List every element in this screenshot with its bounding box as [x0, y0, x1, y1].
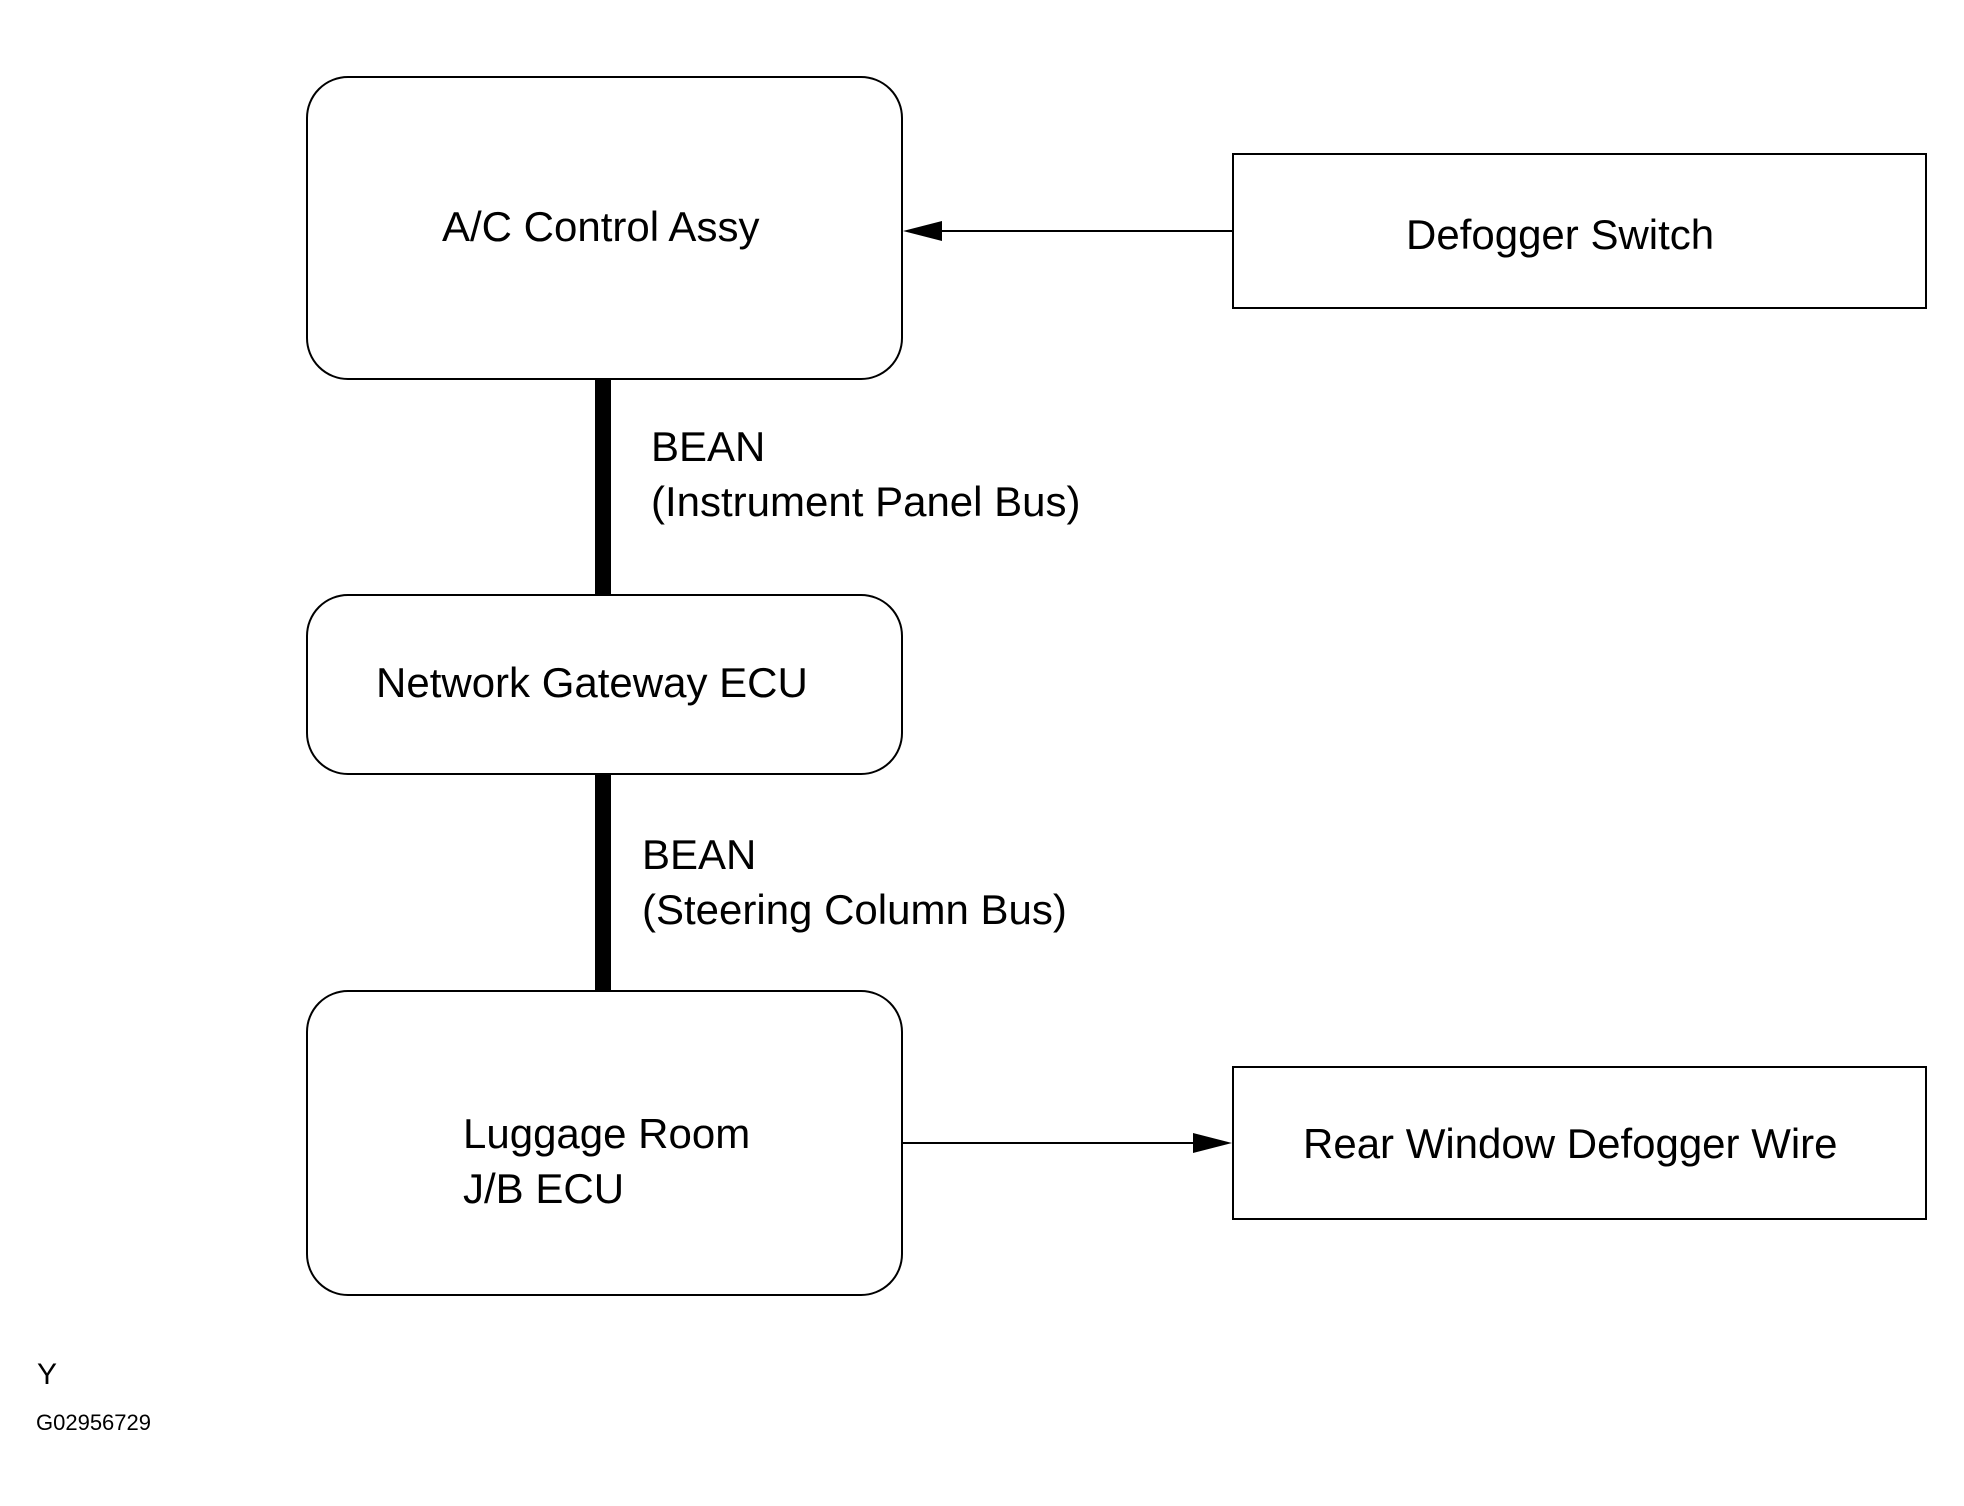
- node-network-gateway-ecu: [306, 594, 903, 775]
- footer-code-letter: Y: [37, 1358, 58, 1391]
- bus-label-lower-line1: BEAN: [642, 831, 757, 878]
- node-luggage-room-label-line2: J/B ECU: [463, 1165, 625, 1212]
- node-defogger-switch-label: Defogger Switch: [1406, 211, 1715, 258]
- arrowhead-into-rear-wire: [1193, 1133, 1232, 1153]
- arrowhead-into-ac: [903, 221, 942, 241]
- node-defogger-switch: [1232, 153, 1927, 309]
- node-rear-window-defogger-wire-label: Rear Window Defogger Wire: [1303, 1120, 1838, 1167]
- node-network-gateway-ecu-label: Network Gateway ECU: [376, 659, 808, 706]
- node-luggage-room-jb-ecu: [306, 990, 903, 1296]
- bus-label-upper-line2: (Instrument Panel Bus): [651, 478, 1081, 525]
- bus-line-steering-column: [595, 775, 611, 990]
- bus-label-lower-line2: (Steering Column Bus): [642, 886, 1067, 933]
- node-luggage-room-label-line1: Luggage Room: [463, 1110, 751, 1157]
- footer-figure-id: G02956729: [36, 1410, 151, 1435]
- node-ac-control-assy: [306, 76, 903, 380]
- bus-line-instrument-panel: [595, 380, 611, 594]
- bus-label-upper-line1: BEAN: [651, 423, 766, 470]
- node-rear-window-defogger-wire: [1232, 1066, 1927, 1220]
- node-ac-control-assy-label: A/C Control Assy: [442, 203, 760, 250]
